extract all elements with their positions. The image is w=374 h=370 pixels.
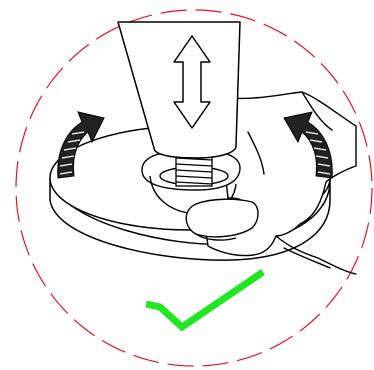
- check-mark-icon: [146, 272, 263, 327]
